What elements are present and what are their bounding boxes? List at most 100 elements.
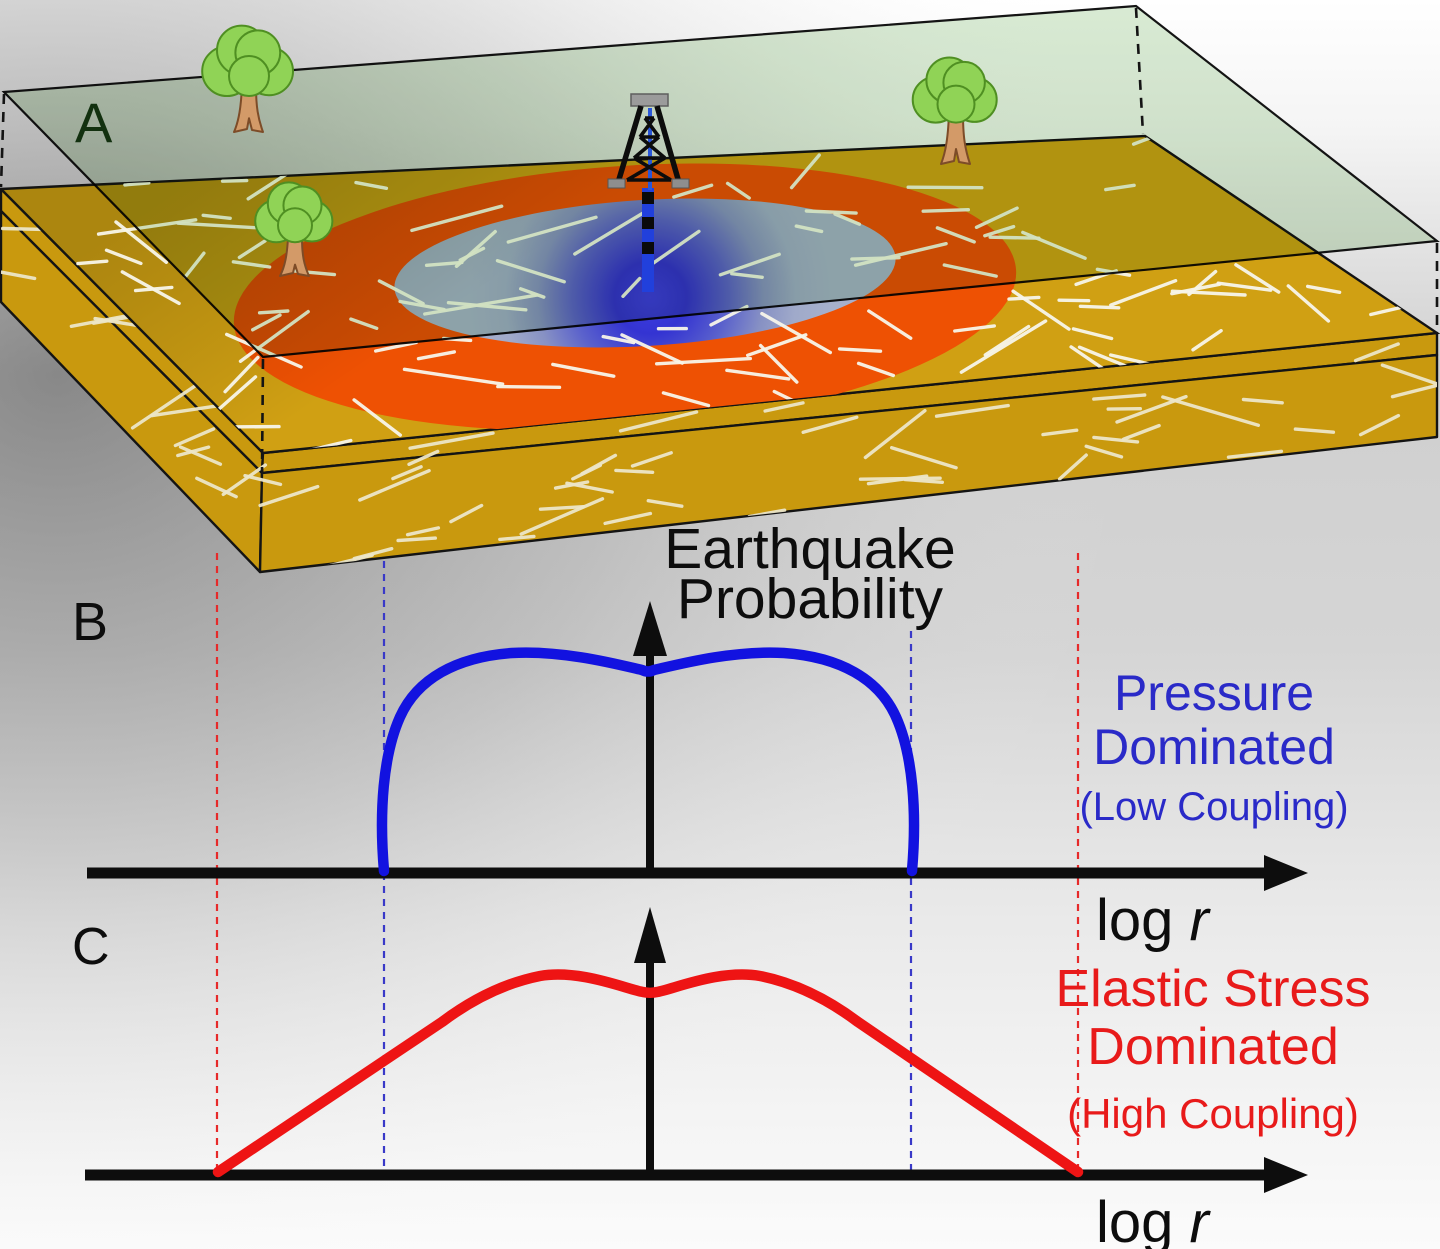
fault-line (618, 410, 699, 433)
fault-line (258, 484, 320, 508)
fault-line (1358, 413, 1401, 437)
fault-line (620, 333, 684, 365)
b-x-axis-label: log r (1096, 888, 1212, 953)
fault-line (1353, 342, 1400, 363)
fault-line (173, 427, 216, 448)
c-legend-line3: (High Coupling) (1067, 1090, 1359, 1137)
fault-line (176, 445, 211, 458)
fault-line (358, 469, 431, 502)
fault-line (178, 445, 223, 466)
fault-line (601, 334, 636, 345)
b-y-axis-arrow (633, 601, 667, 656)
front-face-lower-layer (258, 353, 1439, 574)
ground-surface-plane (1, 4, 1440, 359)
fault-line (519, 497, 605, 536)
fault-line (407, 449, 440, 466)
c-legend-line1: Elastic Stress (1056, 960, 1371, 1018)
c-x-axis-label-log: log (1096, 1190, 1190, 1249)
fault-line (1078, 304, 1121, 310)
tree-icon (911, 56, 998, 165)
c-y-axis-arrow (634, 907, 666, 963)
hidden-edge-dashes (0, 7, 1439, 473)
fault-line (405, 526, 441, 537)
fault-line (953, 324, 996, 333)
fault-line (496, 384, 562, 389)
fault-line (1390, 382, 1437, 399)
fault-line (1, 270, 37, 281)
fault-line (551, 362, 616, 378)
fault-line (903, 477, 944, 484)
fault-line (1057, 453, 1088, 481)
fault-line (1121, 423, 1161, 441)
fault-line (837, 347, 883, 353)
tree-icon (254, 181, 334, 277)
fault-line (1226, 449, 1284, 459)
fault-line (655, 356, 752, 366)
fault-line (630, 451, 673, 468)
fault-line (1084, 444, 1124, 459)
fault-line (538, 505, 585, 511)
tree-trunk (940, 113, 971, 165)
fault-line (195, 476, 238, 499)
derrick-legs (614, 105, 683, 187)
derrick-foot-right (671, 178, 690, 189)
fault-line (408, 431, 495, 450)
fault-line (1187, 269, 1218, 297)
elastic-stress-curve (212, 969, 1084, 1178)
fault-line (1161, 395, 1261, 427)
fault-line (934, 403, 1010, 418)
panel-c-chart: C log r Elastic Stress Dominated (High C… (72, 907, 1370, 1249)
fault-line (120, 270, 181, 306)
fault-line (449, 503, 484, 524)
fault-line (223, 355, 260, 394)
hidden-edge-back (1134, 7, 1145, 135)
b-legend-line3: (Low Coupling) (1079, 785, 1348, 829)
fault-line (763, 401, 805, 413)
panel-a-label: A (75, 91, 113, 154)
fault-line (801, 415, 859, 434)
oil-derrick-icon (607, 93, 690, 190)
tree-canopy (228, 55, 270, 97)
fault-line (416, 350, 456, 361)
fault-line (1286, 284, 1331, 323)
fault-line (603, 511, 653, 526)
fault-line (959, 319, 1048, 374)
fault-line (402, 367, 505, 386)
fault-line (1071, 327, 1114, 341)
fault-line (221, 463, 268, 497)
fault-line (867, 309, 913, 340)
fault-line (1216, 281, 1273, 292)
c-x-axis-label: log r (1096, 1190, 1212, 1249)
fault-line (391, 465, 423, 481)
fault-line (856, 361, 895, 378)
fault-line (76, 259, 109, 266)
panel-b-chart: Earthquake Probability B log r Pressure … (72, 517, 1349, 953)
derrick-braces (626, 116, 672, 182)
tree-icon (201, 24, 294, 133)
pressure-dominated-curve (376, 647, 920, 877)
tree-canopy (936, 84, 976, 124)
fault-line (614, 468, 655, 474)
b-axis-title-line2: Probability (677, 567, 944, 631)
fault-line (1092, 435, 1140, 444)
b-legend-line2: Dominated (1093, 719, 1335, 775)
fault-line (1109, 279, 1178, 307)
fault-line (1380, 363, 1437, 386)
fault-line (646, 499, 684, 508)
b-axis-title-line1: Earthquake (664, 517, 956, 581)
c-x-axis-arrow (1264, 1157, 1308, 1193)
fault-line (1007, 295, 1041, 301)
fault-line (661, 391, 711, 408)
fault-line (374, 340, 418, 353)
fault-line (746, 333, 808, 357)
fault-line (863, 409, 927, 460)
c-legend-line2: Dominated (1087, 1018, 1338, 1076)
fault-line (498, 534, 536, 542)
b-x-axis-arrow (1264, 855, 1308, 891)
tree-trunk (233, 85, 264, 133)
derrick-crown-block (630, 93, 669, 107)
fault-line (352, 398, 402, 437)
fault-line (983, 324, 1031, 357)
